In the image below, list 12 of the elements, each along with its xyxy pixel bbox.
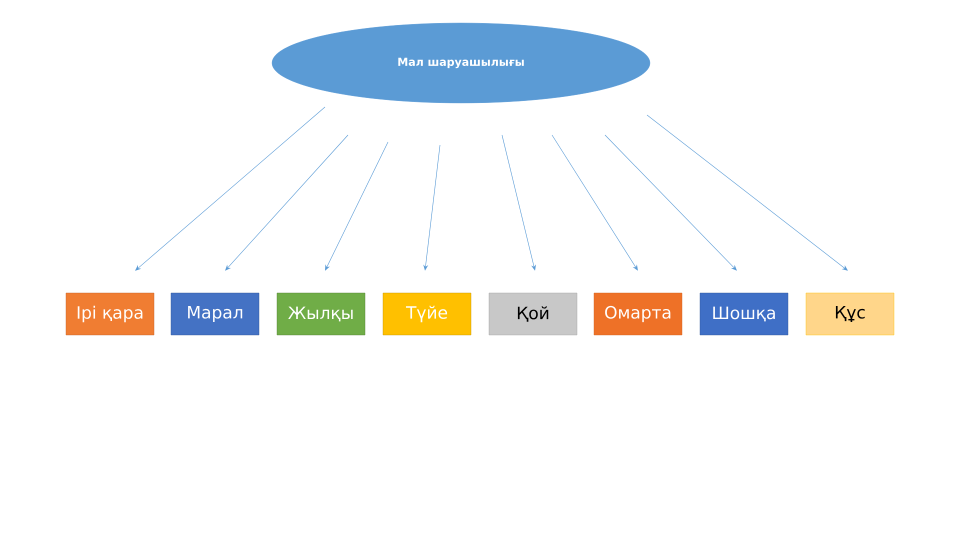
category-box: Түйе: [382, 292, 472, 336]
category-box: Марал: [170, 292, 260, 336]
category-box: Жылқы: [276, 292, 366, 336]
category-box: Қой: [488, 292, 578, 336]
arrow: [135, 106, 326, 271]
category-box: Омарта: [594, 292, 682, 336]
arrow: [225, 134, 348, 271]
arrow: [646, 114, 848, 271]
category-box: Шошқа: [700, 292, 788, 336]
category-box: Құс: [806, 292, 894, 336]
category-box: Ірі қара: [66, 292, 154, 336]
arrow: [604, 134, 737, 271]
